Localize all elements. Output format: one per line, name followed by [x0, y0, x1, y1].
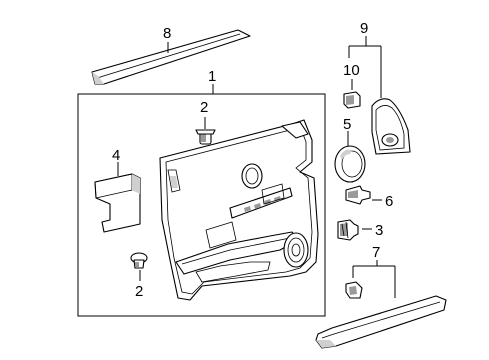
callout-3: 3: [375, 222, 383, 239]
mirror-clip-part: [343, 91, 361, 109]
callout-2-lower: 2: [135, 283, 143, 300]
callout-8: 8: [163, 25, 171, 42]
sill-plate-clip-part: [345, 281, 363, 299]
door-panel-frame: [77, 93, 326, 317]
belt-molding-part: [91, 29, 251, 85]
callout-5: 5: [343, 116, 351, 133]
screw-part: [337, 219, 359, 241]
retainer-clip-upper-part: [195, 129, 216, 145]
callout-1: 1: [208, 68, 216, 85]
retainer-clip-lower-part: [130, 252, 148, 269]
bracket-insulator-part: [94, 173, 141, 233]
speaker-ring-part: [334, 145, 366, 183]
callout-4: 4: [112, 147, 120, 164]
door-trim-panel-part: [159, 119, 319, 301]
callout-10: 10: [343, 62, 360, 79]
callout-9: 9: [360, 20, 368, 37]
callout-2-upper: 2: [200, 99, 208, 116]
callout-7: 7: [372, 244, 380, 261]
mirror-patch-trim-part: [371, 98, 411, 155]
sill-plate-part: [315, 295, 447, 349]
callout-6: 6: [385, 193, 393, 210]
push-pin-part: [345, 185, 371, 205]
